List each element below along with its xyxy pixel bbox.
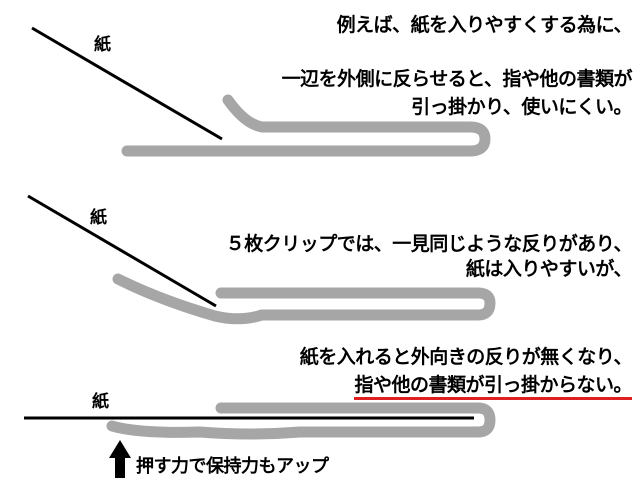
section-2-line-2: 紙は入りやすいが、 bbox=[465, 258, 633, 280]
up-arrow-icon bbox=[109, 440, 131, 478]
paper-label-3: 紙 bbox=[92, 392, 109, 412]
highlight-underline-text: 指や他の書類が引っ掛からない。 bbox=[354, 374, 632, 400]
paper-2-sheet bbox=[27, 194, 217, 308]
section-2-line-1: ５枚クリップでは、一見同じような反りがあり、 bbox=[225, 233, 633, 255]
clip-3-bottom-arm bbox=[106, 420, 306, 440]
paper-label-1: 紙 bbox=[94, 35, 111, 55]
clip-panel-2 bbox=[112, 273, 496, 325]
paper-label-2: 紙 bbox=[90, 208, 107, 228]
clip-1-top-arm bbox=[121, 94, 491, 157]
section-1-line-2: 一辺を外側に反らせると、指や他の書類が bbox=[281, 68, 633, 90]
section-3-line-2: 指や他の書類が引っ掛からない。 bbox=[354, 374, 632, 400]
section-3-line-1: 紙を入れると外向きの反りが無くなり、 bbox=[299, 346, 633, 368]
clip-panel-1 bbox=[121, 94, 491, 157]
paper-1-sheet bbox=[31, 26, 223, 141]
section-1-line-1: 例えば、紙を入りやすくする為に、 bbox=[336, 14, 633, 36]
clip-2-top-arm bbox=[215, 287, 496, 321]
clip-3-top-arm bbox=[215, 402, 496, 438]
footer-note: 押す力で保持力もアップ bbox=[136, 456, 329, 477]
clip-2-bottom-arm bbox=[112, 273, 268, 325]
clip-panel-3 bbox=[106, 402, 496, 440]
section-1-line-3: 引っ掛かり、使いにくい。 bbox=[411, 96, 632, 118]
